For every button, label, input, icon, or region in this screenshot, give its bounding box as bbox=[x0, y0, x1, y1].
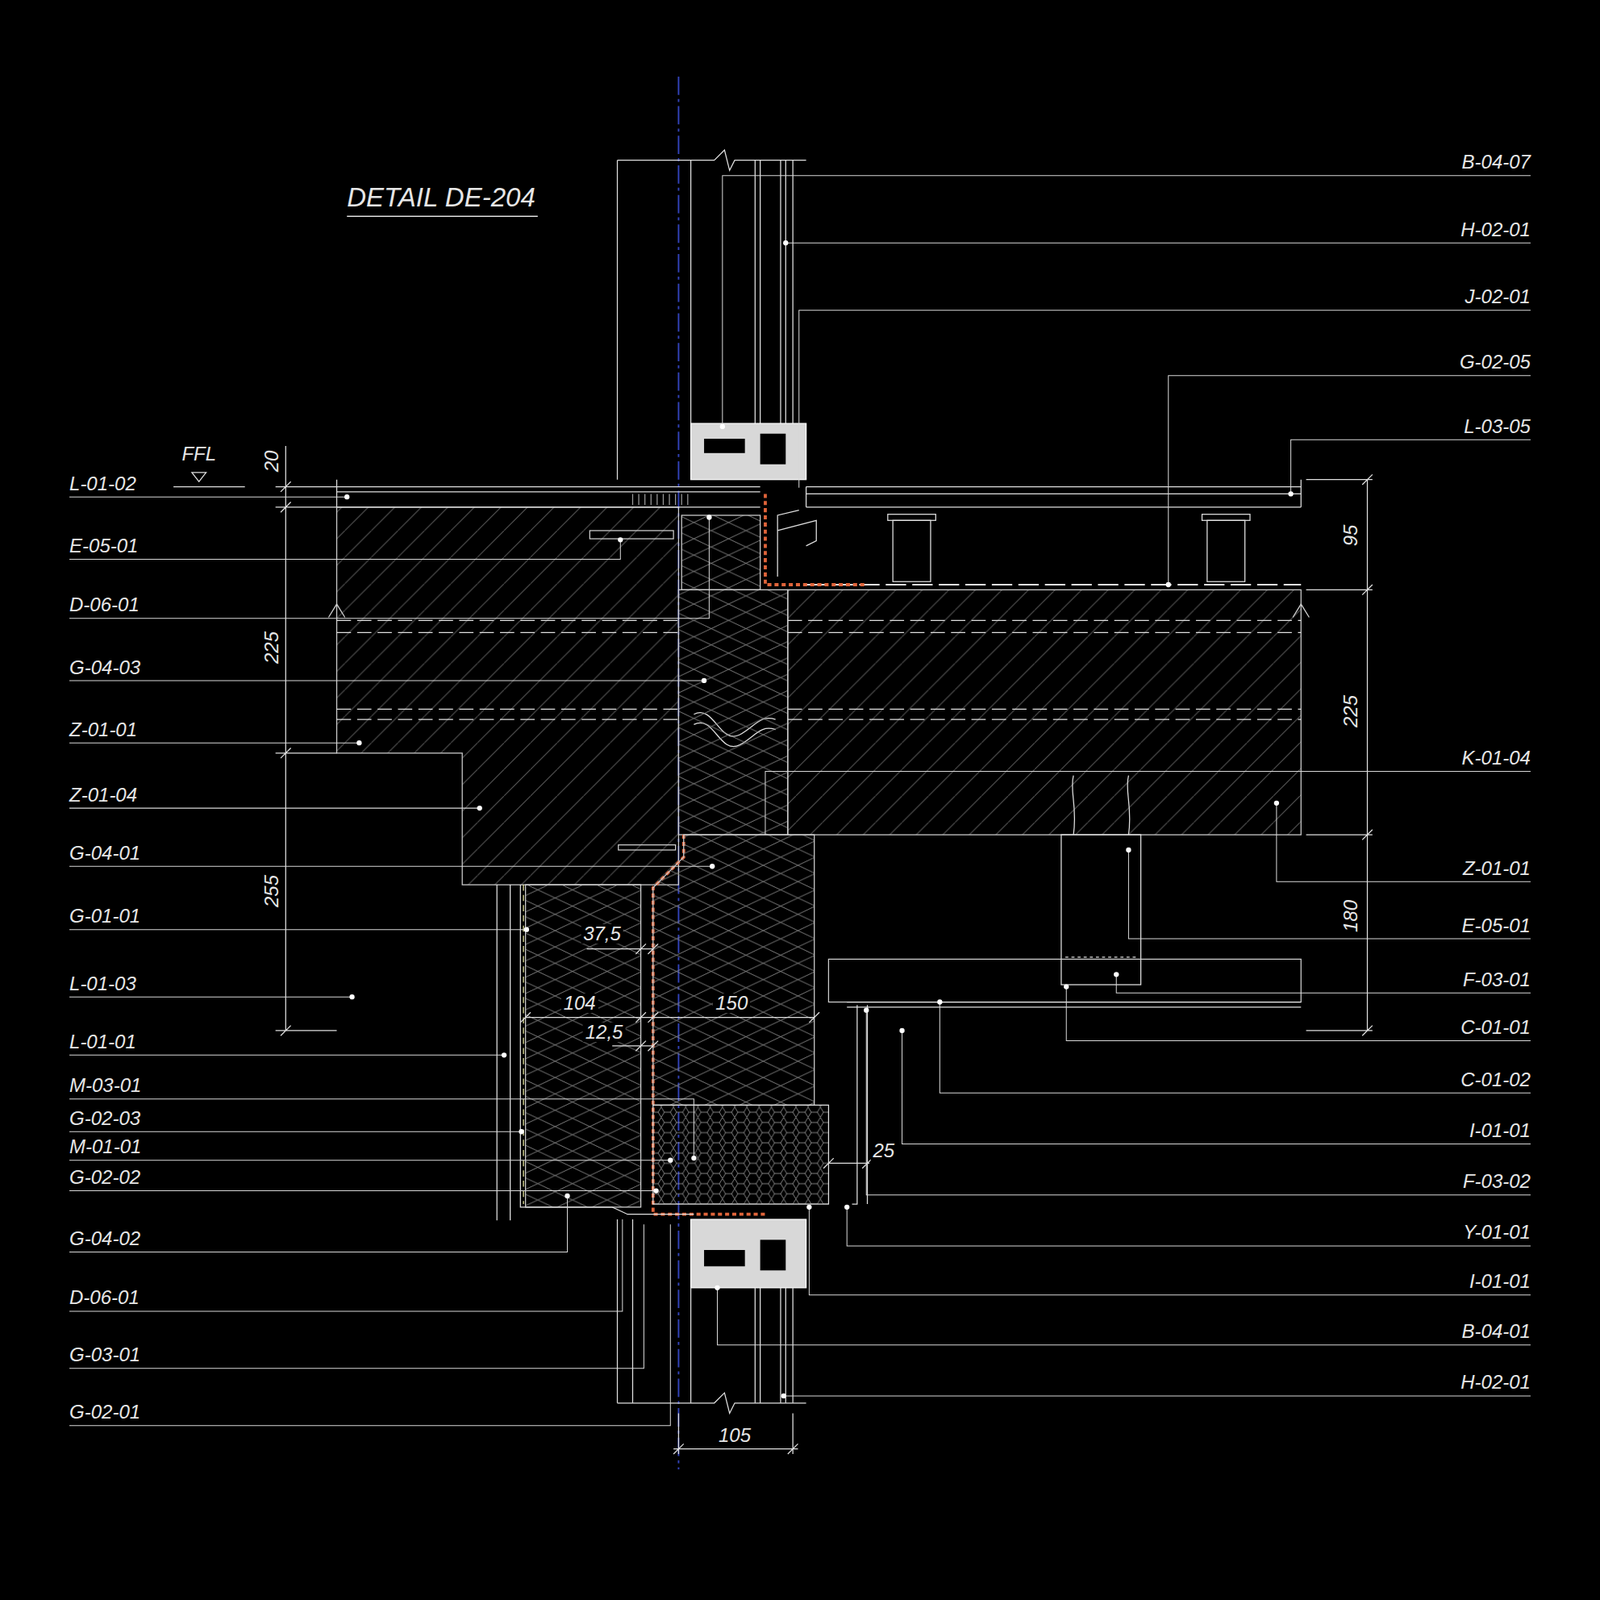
callout-code: Z-01-01 bbox=[1462, 858, 1531, 879]
dimension-line bbox=[520, 1012, 820, 1023]
dimension-text: 150 bbox=[712, 993, 750, 1013]
dimension-text: 12,5 bbox=[583, 1022, 626, 1042]
dimension-text: 37,5 bbox=[580, 924, 624, 944]
level-mark bbox=[173, 472, 246, 488]
anchor bbox=[618, 845, 676, 850]
callout-code: G-02-01 bbox=[69, 1402, 141, 1422]
dimension-line bbox=[673, 1412, 798, 1455]
dimension-line bbox=[275, 445, 338, 1036]
dimension-text: 225 bbox=[262, 629, 282, 667]
window-frame bbox=[691, 423, 807, 480]
metal-angle bbox=[777, 510, 817, 577]
membrane bbox=[765, 493, 868, 585]
detail-title: DETAIL DE-204 bbox=[346, 183, 536, 211]
insulation bbox=[681, 515, 760, 590]
ceiling-trim bbox=[846, 1002, 1301, 1205]
pedestal bbox=[1207, 520, 1246, 582]
callout-code: K-01-04 bbox=[1462, 748, 1531, 768]
raised-floor bbox=[806, 479, 1302, 508]
callout-code: M-03-01 bbox=[69, 1075, 142, 1096]
dimension-line bbox=[1306, 474, 1373, 1036]
break-line bbox=[617, 1392, 807, 1413]
callout-code: C-01-01 bbox=[1460, 1017, 1531, 1038]
dimension-text: 104 bbox=[561, 993, 599, 1013]
callout-code: L-01-03 bbox=[69, 974, 137, 994]
threaded-rod bbox=[1072, 775, 1130, 835]
dimension-text: 25 bbox=[870, 1141, 897, 1161]
callout-code: E-05-01 bbox=[1462, 916, 1531, 936]
pedestal bbox=[887, 514, 936, 521]
break-line bbox=[1292, 604, 1309, 617]
honeycomb-panel bbox=[653, 1104, 830, 1205]
floor-finish bbox=[632, 493, 688, 505]
insulation bbox=[678, 589, 788, 835]
window-frame bbox=[760, 433, 787, 465]
break-line bbox=[617, 150, 807, 171]
callout-code: E-05-01 bbox=[69, 536, 138, 556]
callout-code: G-01-01 bbox=[69, 906, 141, 926]
window-frame bbox=[704, 1250, 746, 1267]
dimension-text: 180 bbox=[1341, 897, 1361, 935]
rebar-line bbox=[337, 620, 1302, 720]
pedestal bbox=[892, 520, 931, 582]
membrane bbox=[522, 884, 524, 1205]
leader-line bbox=[69, 496, 713, 1425]
callout-code: H-02-01 bbox=[1460, 1372, 1531, 1392]
callout-code: G-02-03 bbox=[69, 1108, 141, 1129]
window-frame bbox=[760, 1239, 787, 1271]
dimension-text: 95 bbox=[1341, 522, 1361, 550]
callout-code: J-02-01 bbox=[1465, 287, 1531, 307]
callout-code: Y-01-01 bbox=[1462, 1222, 1531, 1242]
dimension-line bbox=[587, 943, 873, 1168]
callout-code: L-01-02 bbox=[69, 474, 137, 494]
callout-code: L-01-01 bbox=[69, 1032, 137, 1052]
callout-code: M-01-01 bbox=[69, 1137, 142, 1157]
callout-code: L-03-05 bbox=[1463, 416, 1531, 437]
callout-code: D-06-01 bbox=[69, 1287, 140, 1308]
callout-code: G-02-02 bbox=[69, 1167, 141, 1188]
dimension-text: 20 bbox=[262, 448, 282, 475]
callout-code: D-06-01 bbox=[69, 595, 140, 615]
callout-code: B-04-01 bbox=[1462, 1321, 1531, 1342]
insulation bbox=[653, 834, 815, 1105]
dimension-text: 105 bbox=[716, 1425, 754, 1446]
dimension-text: 255 bbox=[262, 872, 282, 910]
hanger bbox=[1065, 956, 1138, 958]
window-frame bbox=[691, 1219, 807, 1288]
callout-code: G-03-01 bbox=[69, 1345, 141, 1365]
callout-code: I-01-01 bbox=[1469, 1271, 1531, 1292]
callout-code: G-04-03 bbox=[69, 658, 141, 678]
membrane bbox=[806, 583, 1302, 586]
break-line bbox=[328, 604, 345, 617]
callout-code: C-01-02 bbox=[1460, 1070, 1531, 1090]
dimension-text: FFL bbox=[179, 444, 219, 464]
callout-code: I-01-01 bbox=[1469, 1120, 1531, 1141]
ceiling-board bbox=[828, 958, 1301, 1002]
concrete-slab bbox=[337, 507, 680, 885]
window-frame bbox=[704, 438, 746, 454]
anchor bbox=[589, 530, 674, 539]
leader-line bbox=[717, 175, 1531, 1396]
callout-code: F-03-02 bbox=[1462, 1171, 1531, 1192]
callout-code: Z-01-01 bbox=[69, 720, 138, 740]
callout-code: F-03-01 bbox=[1462, 970, 1531, 990]
pedestal bbox=[1202, 514, 1250, 521]
callout-code: G-02-05 bbox=[1459, 352, 1531, 372]
dimension-text: 225 bbox=[1341, 692, 1361, 730]
concrete-slab bbox=[787, 589, 1301, 835]
callout-code: G-04-02 bbox=[69, 1229, 141, 1249]
callout-code: H-02-01 bbox=[1460, 220, 1531, 240]
floor-finish bbox=[337, 479, 761, 508]
title-underline bbox=[346, 216, 538, 217]
callout-code: B-04-07 bbox=[1462, 152, 1531, 172]
callout-code: G-04-01 bbox=[69, 843, 141, 863]
callout-code: Z-01-04 bbox=[69, 785, 138, 805]
leader-dots bbox=[344, 240, 1294, 1399]
